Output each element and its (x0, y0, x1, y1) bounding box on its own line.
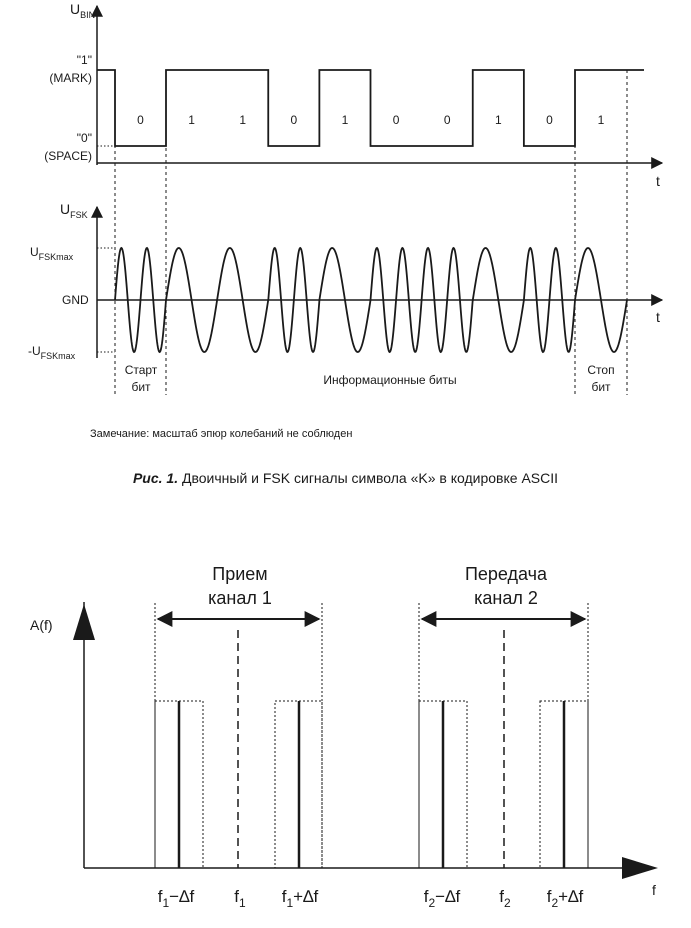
spectrum-f-label: f (652, 882, 656, 898)
bit-label: 0 (546, 113, 553, 127)
start-bit-label-2: бит (131, 380, 151, 394)
bit-separators (114, 70, 628, 395)
space-label-top: "0" (77, 131, 92, 145)
mark-label-bottom: (MARK) (49, 71, 92, 85)
gnd-label: GND (62, 293, 89, 307)
channel-2: Передача канал 2 (418, 564, 589, 869)
spectrum-y-arrow (73, 604, 95, 640)
tick-f2-minus: f2−∆f (424, 887, 461, 910)
tick-f1-plus: f1+∆f (282, 887, 319, 910)
tick-f2: f2 (499, 887, 511, 910)
fsk-t-label: t (656, 309, 660, 325)
bit-labels: 0 1 1 0 1 0 0 1 0 1 (137, 113, 605, 127)
bit-label: 1 (495, 113, 502, 127)
tx-title-2: канал 2 (474, 588, 538, 608)
tick-f1-minus: f1−∆f (158, 887, 195, 910)
bit-label: 0 (290, 113, 297, 127)
tick-f2-plus: f2+∆f (547, 887, 584, 910)
info-bits-label: Информационные биты (323, 373, 456, 387)
fsk-waveform (114, 246, 628, 354)
caption-number: Рис. 1. (132, 470, 179, 486)
stop-bit-label-1: Стоп (587, 363, 614, 377)
channel-1: Прием канал 1 (154, 564, 323, 869)
bit-label: 0 (444, 113, 451, 127)
rx-title-1: Прием (212, 564, 267, 584)
fsk-max-label: UFSKmax (30, 245, 74, 262)
bin-t-label: t (656, 173, 660, 189)
bit-label: 1 (239, 113, 246, 127)
bit-label: 1 (188, 113, 195, 127)
bin-dashes (97, 69, 115, 147)
mark-label-top: "1" (77, 53, 92, 67)
binary-waveform (97, 69, 644, 147)
fsk-level-dashes (97, 247, 115, 353)
tick-f1: f1 (234, 887, 246, 910)
frequency-tick-labels: f1−∆f f1 f1+∆f f2−∆f f2 f2+∆f (158, 887, 584, 910)
bin-y-label: UBIN (70, 1, 95, 20)
space-label-bottom: (SPACE) (44, 149, 92, 163)
start-bit-label-1: Старт (125, 363, 158, 377)
spectrum-y-label: A(f) (30, 617, 53, 633)
figure-note: Замечание: масштаб эпюр колебаний не соб… (90, 428, 353, 440)
fsk-y-label: UFSK (60, 201, 88, 220)
fsk-min-label: -UFSKmax (28, 344, 76, 361)
bit-label: 0 (137, 113, 144, 127)
rx-title-2: канал 1 (208, 588, 272, 608)
figure-caption: Рис. 1. Двоичный и FSK сигналы символа «… (0, 470, 691, 486)
stop-bit-label-2: бит (591, 380, 611, 394)
bit-label: 1 (598, 113, 605, 127)
bit-label: 1 (342, 113, 349, 127)
tx-title-1: Передача (465, 564, 548, 584)
caption-text: Двоичный и FSK сигналы символа «K» в код… (178, 470, 559, 486)
bit-label: 0 (393, 113, 400, 127)
spectrum-f-arrow (622, 857, 658, 879)
